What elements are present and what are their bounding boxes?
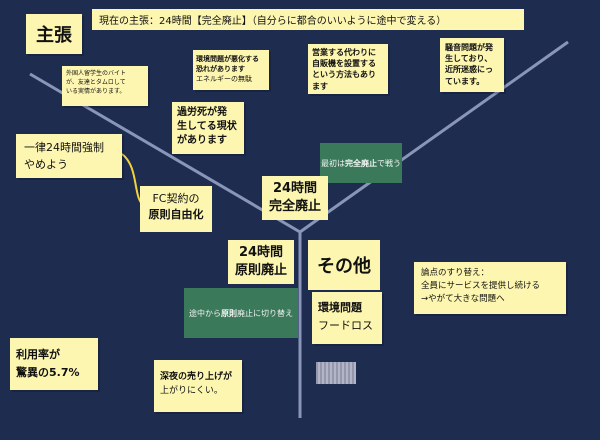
green-text-bold: 完全廃止 <box>345 158 377 168</box>
full-ban-line2: 完全廃止 <box>268 199 321 215</box>
note-overwork[interactable]: 過労死が発 生してる現状 があります <box>172 102 244 154</box>
note-usage-rate[interactable]: 利用率が 驚異の5.7% <box>10 338 98 390</box>
note-line: 驚異の5.7% <box>16 365 80 379</box>
note-line: 環境問題が悪化する <box>196 55 259 63</box>
note-line: 自販機を設置する <box>312 59 376 69</box>
image-thumbnail[interactable] <box>316 362 356 384</box>
note-line: →やがて大きな問題へ <box>421 293 505 304</box>
note-line: やめよう <box>24 157 68 171</box>
note-line: 上がりにくい。 <box>160 386 223 397</box>
note-line: いる実情があります。 <box>66 88 126 95</box>
note-foreign-students[interactable]: 外国人留学生のバイト が、友達とタムロして いる実情があります。 <box>62 66 148 106</box>
claim-banner[interactable]: 現在の主張：24時間【完全廃止】（自分らに都合のいいように途中で変える） <box>92 9 524 30</box>
note-line: 恐れがあります <box>196 65 245 74</box>
note-uniform-ban[interactable]: 一律24時間強制 やめよう <box>16 134 122 178</box>
note-environment-worse[interactable]: 環境問題が悪化する 恐れがあります エネルギーの無駄 <box>193 50 269 90</box>
note-line: 近所迷惑にっ <box>445 65 493 75</box>
principle-ban-line2: 原則廃止 <box>234 263 287 279</box>
note-line: 利用率が <box>16 348 60 361</box>
green-box-principle-ban[interactable]: 途中から原則廃止に切り替え <box>184 288 298 338</box>
principle-ban-sticky[interactable]: 24時間 原則廃止 <box>228 240 294 284</box>
y-right-arm <box>299 40 569 234</box>
fc-label-line1: FC契約の <box>152 192 200 205</box>
note-line: が、友達とタムロして <box>66 79 126 86</box>
note-line: という方法もあり <box>312 70 376 80</box>
green-text-post: で戦う <box>377 158 401 168</box>
green-text-bold: 原則 <box>221 308 237 318</box>
green-text-post: 廃止に切り替え <box>237 308 293 318</box>
note-environment-food-loss[interactable]: 環境問題 フードロス <box>312 292 382 344</box>
note-line: 深夜の売り上げが <box>160 372 233 382</box>
note-line: 全員にサービスを提供し続ける <box>421 280 541 291</box>
note-vending[interactable]: 営業する代わりに 自販機を設置する という方法もあり ます <box>308 44 388 94</box>
note-line: 生してる現状 <box>177 121 237 132</box>
note-line: ています。 <box>445 76 485 86</box>
fc-contract-sticky[interactable]: FC契約の 原則自由化 <box>140 186 212 232</box>
other-sticky[interactable]: その他 <box>308 240 380 290</box>
claim-text: 現在の主張：24時間【完全廃止】（自分らに都合のいいように途中で変える） <box>99 16 447 27</box>
note-line: 騒音問題が発 <box>445 43 493 52</box>
note-late-night-sales[interactable]: 深夜の売り上げが 上がりにくい。 <box>154 360 242 412</box>
principle-ban-line1: 24時間 <box>238 245 284 260</box>
fc-label-line2: 原則自由化 <box>148 207 204 221</box>
full-ban-line1: 24時間 <box>272 181 318 196</box>
full-ban-sticky[interactable]: 24時間 完全廃止 <box>262 176 328 220</box>
note-line: ます <box>312 81 328 91</box>
note-line: 過労死が発 <box>177 107 227 118</box>
green-text-pre: 最初は <box>321 158 345 168</box>
note-noise[interactable]: 騒音問題が発 生しており、 近所迷惑にっ ています。 <box>440 38 504 92</box>
note-line: 論点のすり替え： <box>421 268 490 278</box>
note-topic-shift[interactable]: 論点のすり替え： 全員にサービスを提供し続ける →やがて大きな問題へ <box>414 262 566 314</box>
page-title: 主張 <box>36 25 72 46</box>
note-line: 外国人留学生のバイト <box>66 70 127 77</box>
note-line: があります <box>177 135 227 146</box>
note-line: 一律24時間強制 <box>24 141 104 154</box>
green-box-full-ban[interactable]: 最初は完全廃止で戦う <box>320 143 402 183</box>
green-text-pre: 途中から <box>189 308 221 318</box>
other-label: その他 <box>317 256 371 277</box>
note-line: 生しており、 <box>445 54 493 64</box>
note-line: エネルギーの無駄 <box>196 75 252 84</box>
note-line: 営業する代わりに <box>312 48 376 57</box>
title-sticky[interactable]: 主張 <box>26 14 82 54</box>
note-line: フードロス <box>318 318 373 332</box>
note-line: 環境問題 <box>318 301 362 314</box>
